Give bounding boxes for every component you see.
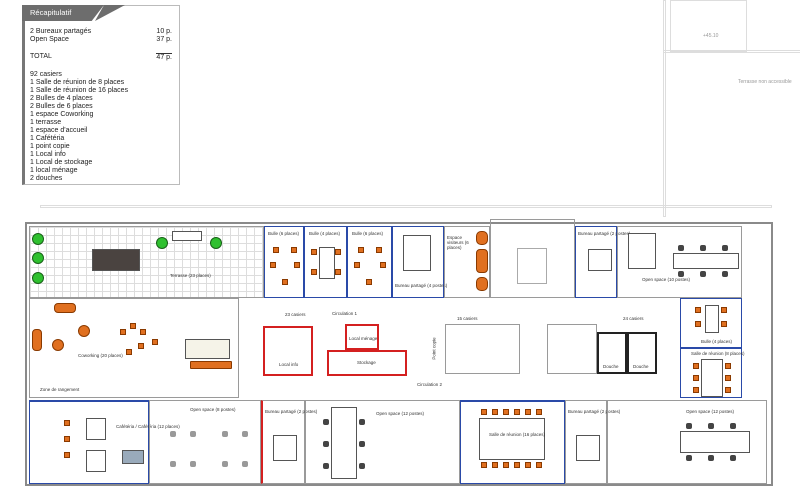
room-label: Bureau partagé (2 postes) (265, 409, 318, 414)
room-label: Terrasse (23 places) (170, 273, 211, 278)
casiers-15-label: 15 casiers (457, 316, 478, 321)
room-label: Espace visiteurs (6 places) (447, 235, 469, 250)
outside-wall-line (663, 0, 666, 217)
circulation-1-label: Circulation 1 (332, 311, 358, 316)
elevation-label: +45.10 (703, 33, 719, 39)
list-item: 1 Salle de réunion de 16 places (30, 87, 129, 94)
list-item: 1 Cafétéria (30, 135, 65, 142)
list-item: 1 espace Coworking (30, 111, 94, 118)
room-bureau-partage-b1: Bureau partagé (2 postes) (261, 400, 317, 484)
room-bulle-1: Bulle (6 places) (264, 226, 304, 298)
room-label: Salle de réunion (8 places) (691, 351, 745, 356)
list-item: 1 terrasse (30, 119, 62, 126)
circulation-2-label: Circulation 2 (417, 382, 443, 387)
list-item: 1 Local info (30, 151, 66, 158)
recap-title: Récapitulatif (22, 5, 104, 21)
plant-icon (32, 252, 44, 264)
room-bulle-3: Bulle (6 places) (347, 226, 392, 298)
terrasse-non-accessible-label: Terrasse non accessible (738, 79, 792, 85)
plant-icon (210, 237, 222, 249)
room-open-space-b3: Open space (12 postes) (607, 400, 767, 484)
room-label: Bulle (4 places) (309, 231, 341, 236)
casiers-24-label: 24 casiers (623, 316, 644, 321)
room-terrasse: Terrasse (23 places) (29, 226, 264, 298)
list-item: 2 douches (30, 175, 63, 182)
room-bureau-partage-top: Bureau partagé (4 postes) (392, 226, 448, 298)
list-item: 1 Local de stockage (30, 159, 93, 166)
room-label: Open space (12 postes) (686, 409, 735, 414)
plant-icon (32, 233, 44, 245)
room-local-menage: Local ménage (345, 324, 379, 350)
room-bureau-partage-top-2: Bureau partagé (2 postes) (575, 226, 630, 298)
room-label: Salle de réunion (16 places) (489, 432, 546, 437)
room-label: Local info (279, 362, 299, 367)
room-label: Local ménage (349, 336, 378, 341)
room-douche-1: Douche (597, 332, 627, 374)
floor-plan: Terrasse (23 places) Bulle (6 places) Bu… (25, 219, 773, 486)
stairwell (490, 219, 575, 298)
room-label: Douche (633, 364, 649, 369)
casiers-label: 23 casiers (285, 312, 306, 317)
list-item: 1 local ménage (30, 167, 78, 174)
list-item: 1 espace d'accueil (30, 127, 88, 134)
room-label: Open space (12 postes) (376, 411, 425, 416)
room-label: Open space (8 postes) (190, 407, 236, 412)
sofa (172, 231, 202, 241)
outside-line (663, 50, 800, 53)
room-label: Stockage (357, 360, 376, 365)
room-label: Zone de rangement (40, 387, 80, 392)
room-open-space-b1: Open space (8 postes) (149, 400, 261, 484)
room-open-space-top: Open space (10 postes) (617, 226, 742, 298)
room-salle-reunion-16: Salle de réunion (16 places) (460, 400, 565, 484)
room-cafeteria: Cafétéria / Cafétéria (12 places) (29, 400, 180, 484)
room-espace-visiteurs: Espace visiteurs (6 places) (444, 226, 490, 298)
table (92, 249, 140, 271)
room-sanitaires-1 (445, 324, 520, 374)
room-label: Bulle (6 places) (352, 231, 384, 236)
room-sanitaires-2 (547, 324, 597, 374)
equipment-list: 92 casiers 1 Salle de réunion de 8 place… (30, 71, 172, 183)
room-bulle-4: Bulle (4 places) (680, 298, 742, 348)
room-label: Cafétéria / Cafétéria (12 places) (116, 424, 180, 429)
room-label: Bureau partagé (2 postes) (578, 231, 631, 236)
room-coworking: Coworking (20 places) Zone de rangement (29, 298, 239, 398)
dimension-line (40, 205, 772, 208)
point-copie-label: Point copie (431, 337, 437, 360)
list-item: 92 casiers (30, 71, 62, 78)
list-item: 1 Salle de réunion de 8 places (30, 79, 125, 86)
plant-icon (156, 237, 168, 249)
room-label: Bureau partagé (2 postes) (568, 409, 621, 414)
room-douche-2: Douche (627, 332, 657, 374)
room-label: Coworking (20 places) (78, 353, 123, 358)
room-bureau-partage-b2: Bureau partagé (2 postes) (565, 400, 620, 484)
room-bulle-2: Bulle (4 places) (304, 226, 347, 298)
list-item: 2 Bulles de 6 places (30, 103, 93, 110)
room-label: Bureau partagé (4 postes) (395, 283, 448, 288)
room-label: Open space (10 postes) (642, 277, 691, 282)
room-salle-reunion-8: Salle de réunion (8 places) (680, 348, 745, 398)
list-item: 2 Bulles de 4 places (30, 95, 93, 102)
room-stockage: Stockage (327, 350, 407, 376)
room-open-space-b2: Open space (12 postes) (305, 400, 460, 484)
list-item: 1 point copie (30, 143, 70, 150)
plant-icon (32, 272, 44, 284)
outside-structure (670, 0, 747, 52)
room-label: Bulle (4 places) (701, 339, 733, 344)
room-label: Douche (603, 364, 619, 369)
room-local-info: Local info (263, 326, 313, 376)
room-label: Bulle (6 places) (268, 231, 300, 236)
